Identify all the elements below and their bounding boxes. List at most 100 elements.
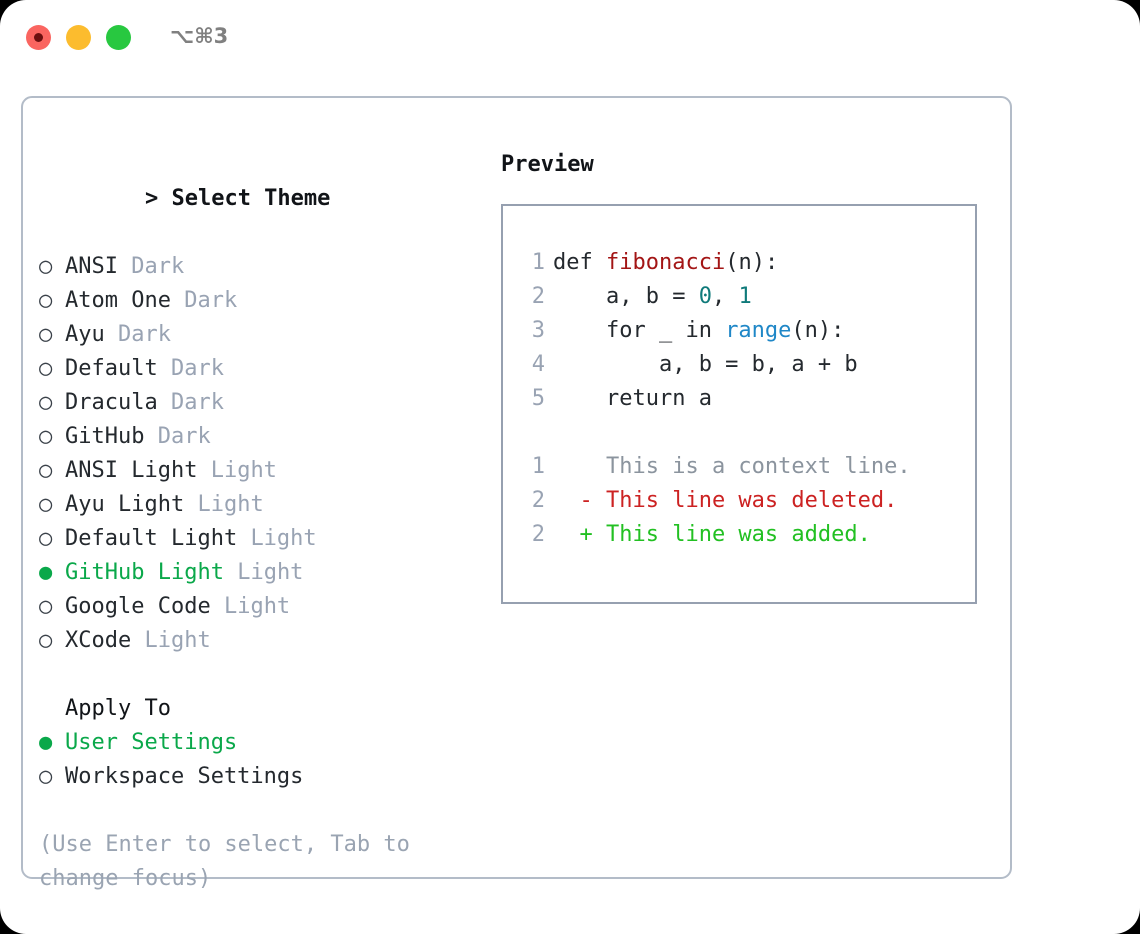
select-theme-header: > Select Theme <box>39 148 469 250</box>
theme-list-item[interactable]: ○ANSI Light Light <box>39 454 469 488</box>
line-number: 5 <box>531 386 545 411</box>
list-spacer <box>39 658 469 692</box>
code-line: 5 return a <box>521 382 975 416</box>
code-line: 1 def fibonacci(n): <box>521 246 975 280</box>
theme-list-item[interactable]: ○Atom One Dark <box>39 284 469 318</box>
apply-to-item[interactable]: ● User Settings <box>39 726 469 760</box>
code-token: 1 <box>738 284 752 309</box>
theme-list-item[interactable]: ○Google Code Light <box>39 590 469 624</box>
theme-category: Dark <box>170 356 224 381</box>
theme-list-item[interactable]: ○ ANSI Dark <box>39 250 469 284</box>
theme-name-gap <box>184 492 197 517</box>
theme-name: Dracula <box>65 390 158 415</box>
theme-name: GitHub Light <box>65 560 224 585</box>
theme-name: Default Light <box>65 526 238 551</box>
radio-unselected-icon: ○ <box>39 254 53 279</box>
theme-list-item[interactable]: ○Ayu Dark <box>39 318 469 352</box>
code-token: (n): <box>725 250 779 275</box>
theme-picker-panel: > Select Theme ○ANSI Dark○Atom One Dark○… <box>21 96 1012 891</box>
theme-name: Atom One <box>65 288 171 313</box>
theme-name-gap <box>105 322 118 347</box>
radio-unselected-icon: ○ <box>39 458 53 483</box>
radio-unselected-icon: ○ <box>39 356 53 381</box>
diff-deleted-text: - This line was deleted. <box>553 488 898 513</box>
hint-spacer <box>39 794 469 828</box>
radio-selected-icon: ● <box>39 730 53 755</box>
diff-context-text: This is a context line. <box>553 454 911 479</box>
theme-name-gap <box>171 288 184 313</box>
theme-list-item[interactable]: ● GitHub Light Light <box>39 556 469 590</box>
theme-category: Dark <box>118 322 171 347</box>
code-token: fibonacci <box>605 250 726 275</box>
line-number: 1 <box>531 250 545 275</box>
code-diff-spacer <box>521 416 975 450</box>
theme-category: Light <box>237 560 304 585</box>
close-button[interactable] <box>26 25 51 50</box>
theme-name: Default <box>65 356 158 381</box>
apply-to-item[interactable]: ○Workspace Settings <box>39 760 469 794</box>
theme-list-item[interactable]: ○Ayu Light Light <box>39 488 469 522</box>
code-line: 2 a, b = 0, 1 <box>521 280 975 314</box>
code-token: , <box>711 284 739 309</box>
apply-to-label: User Settings <box>65 730 238 755</box>
keyboard-hint-text: (Use Enter to select, Tab to change focu… <box>39 832 410 891</box>
theme-name: XCode <box>65 628 132 653</box>
diff-line: 1 This is a context line. <box>521 450 975 484</box>
diff-line: 2 - This line was deleted. <box>521 484 975 518</box>
apply-to-list: ● User Settings ○Workspace Settings <box>39 726 469 794</box>
line-number: 2 <box>531 522 545 547</box>
theme-name: GitHub <box>65 424 145 449</box>
theme-name: ANSI Light <box>65 458 198 483</box>
prompt-caret-icon: > <box>144 186 159 211</box>
theme-list-item[interactable]: ○ GitHub Dark <box>39 420 469 454</box>
theme-name-gap <box>131 628 144 653</box>
code-token: a, b = b, a + b <box>553 352 858 377</box>
apply-to-header: Apply To <box>65 696 171 721</box>
theme-category: Light <box>197 492 264 517</box>
diff-sample: 1 This is a context line.2 - This line w… <box>521 450 975 552</box>
code-token: (n): <box>791 318 845 343</box>
line-number: 3 <box>531 318 545 343</box>
theme-list-item[interactable]: ○ Default Light Light <box>39 522 469 556</box>
code-line: 3 for _ in range(n): <box>521 314 975 348</box>
radio-unselected-icon: ○ <box>39 526 53 551</box>
keyboard-shortcut-label: ⌥⌘3 <box>170 24 229 48</box>
theme-list-item[interactable]: ○ Default Dark <box>39 352 469 386</box>
theme-list-item[interactable]: ○XCode Light <box>39 624 469 658</box>
theme-category: Dark <box>157 424 211 449</box>
theme-selection-column: > Select Theme ○ANSI Dark○Atom One Dark○… <box>39 148 469 896</box>
theme-name: Ayu Light <box>65 492 185 517</box>
theme-category: Light <box>250 526 317 551</box>
radio-unselected-icon: ○ <box>39 594 53 619</box>
theme-name: Google Code <box>65 594 211 619</box>
theme-name: ANSI <box>65 254 118 279</box>
traffic-light-group <box>26 25 131 50</box>
theme-list: ○ANSI Dark○Atom One Dark○Ayu Dark○Defaul… <box>39 250 469 658</box>
theme-category: Light <box>144 628 211 653</box>
line-number: 2 <box>531 284 545 309</box>
apply-to-label: Workspace Settings <box>65 764 304 789</box>
radio-selected-icon: ● <box>39 560 53 585</box>
diff-line: 2 + This line was added. <box>521 518 975 552</box>
maximize-button[interactable] <box>106 25 131 50</box>
theme-name: Ayu <box>65 322 105 347</box>
theme-name-gap <box>237 526 250 551</box>
theme-category: Dark <box>170 390 224 415</box>
line-number: 4 <box>531 352 545 377</box>
theme-category: Dark <box>131 254 185 279</box>
radio-unselected-icon: ○ <box>39 424 53 449</box>
code-token: 0 <box>698 284 712 309</box>
theme-name-gap <box>158 356 171 381</box>
code-token: def <box>553 250 606 275</box>
theme-name-gap <box>224 560 237 585</box>
minimize-button[interactable] <box>66 25 91 50</box>
theme-list-item[interactable]: ○ Dracula Dark <box>39 386 469 420</box>
radio-unselected-icon: ○ <box>39 390 53 415</box>
radio-unselected-icon: ○ <box>39 288 53 313</box>
title-bar: ⌥⌘3 <box>0 0 1140 78</box>
code-token: for _ in <box>553 318 726 343</box>
